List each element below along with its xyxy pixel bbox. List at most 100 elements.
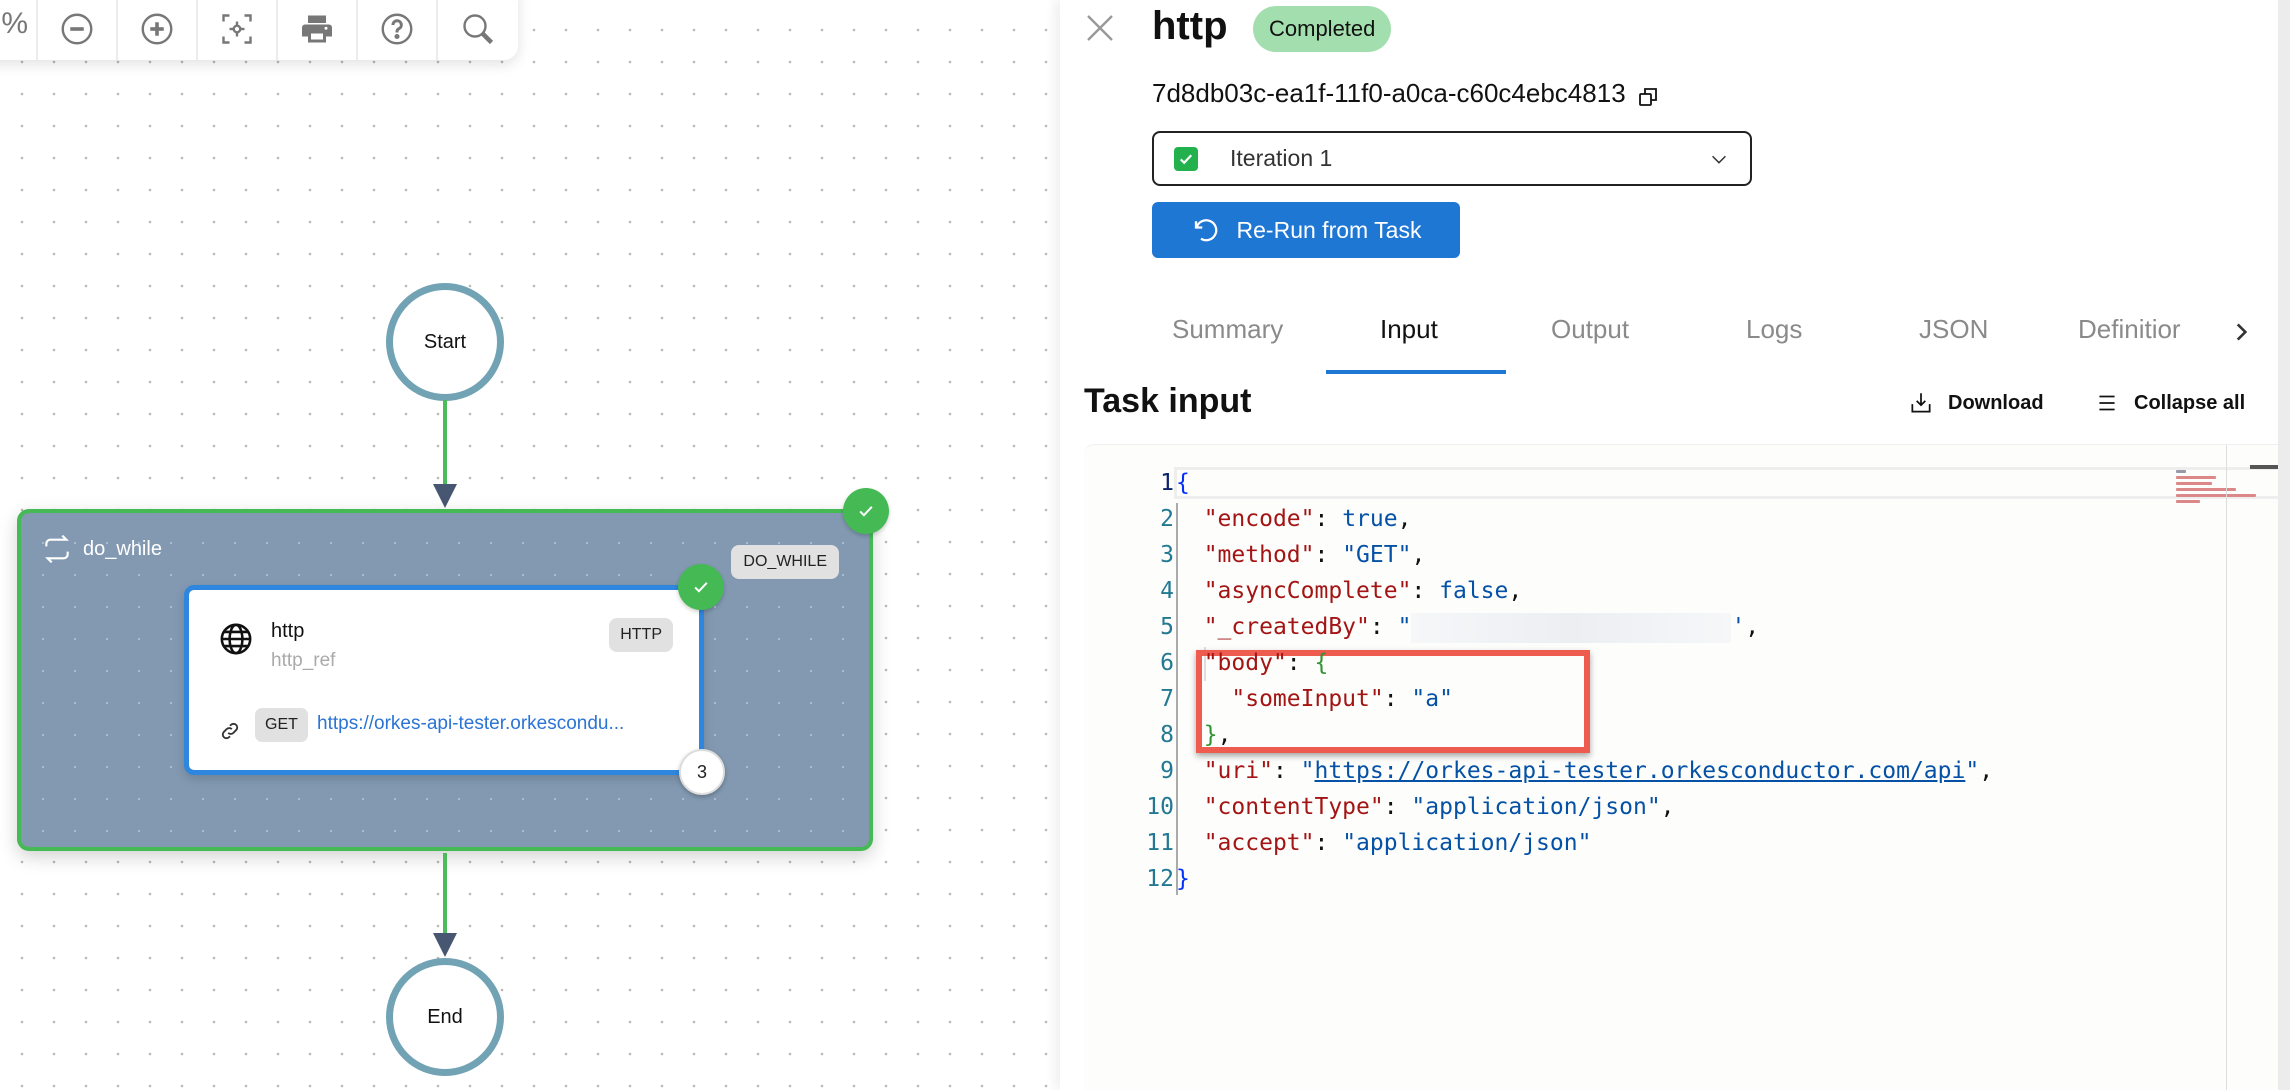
code-line: "accept": "application/json" <box>1203 830 1592 856</box>
iteration-select[interactable]: Iteration 1 <box>1152 131 1752 186</box>
code-line: "method": "GET", <box>1203 542 1426 568</box>
rerun-label: Re-Run from Task <box>1236 216 1422 243</box>
indent-guide <box>1176 503 1178 895</box>
code-line: "asyncComplete": false, <box>1203 578 1523 604</box>
code-lines: { "encode": true, "method": "GET", "asyn… <box>1174 465 2290 897</box>
redacted-value <box>1411 612 1732 643</box>
code-line: "body": { <box>1203 650 1329 676</box>
printer-icon <box>302 15 332 43</box>
check-icon <box>859 506 873 517</box>
iteration-count-badge: 3 <box>679 749 725 795</box>
editor-scrollbar-thumb[interactable] <box>2250 465 2278 469</box>
search-button[interactable] <box>438 0 518 60</box>
line-number: 10 <box>1146 794 1174 820</box>
chevron-right-icon[interactable] <box>2228 316 2254 348</box>
code-line: } <box>1176 866 1190 892</box>
start-node-label: Start <box>423 330 467 353</box>
execution-id-text: 7d8db03c-ea1f-11f0-a0ca-c60c4ebc4813 <box>1152 78 1626 108</box>
line-number: 12 <box>1146 866 1174 892</box>
focus-icon <box>222 14 252 44</box>
end-node[interactable]: End <box>386 958 504 1076</box>
code-line: "encode": true, <box>1203 506 1412 532</box>
status-badge: Completed <box>1253 6 1392 52</box>
canvas-toolbar: % <box>0 0 518 60</box>
zoom-out-button[interactable] <box>38 0 118 60</box>
line-number: 6 <box>1160 650 1174 676</box>
collapse-all-button[interactable]: Collapse all <box>2094 390 2245 416</box>
execution-id: 7d8db03c-ea1f-11f0-a0ca-c60c4ebc4813 <box>1152 78 1660 109</box>
end-node-label: End <box>427 1005 463 1028</box>
code-line: "uri": "https://orkes-api-tester.orkesco… <box>1203 758 1994 784</box>
search-icon <box>463 14 494 45</box>
print-button[interactable] <box>278 0 358 60</box>
code-line: "someInput": "a" <box>1231 686 1453 712</box>
checkbox-checked-icon <box>1174 146 1198 171</box>
link-icon <box>221 722 239 740</box>
tab-summary[interactable]: Summary <box>1172 314 1284 344</box>
workflow-canvas[interactable]: % Start <box>0 0 1060 1090</box>
download-icon <box>1911 393 1931 413</box>
line-numbers: 1 2 3 4 5 6 7 8 9 10 11 12 <box>1084 465 1174 897</box>
task-type-tag: HTTP <box>609 618 673 652</box>
question-circle-icon <box>381 13 413 45</box>
do-while-type-tag: DO_WHILE <box>731 545 839 579</box>
edge-loop-to-end <box>443 853 447 935</box>
edge-start-to-loop <box>443 400 447 486</box>
do-while-name: do_while <box>83 537 162 560</box>
list-icon <box>2099 395 2115 411</box>
close-panel-button[interactable] <box>1082 10 1118 46</box>
section-title: Task input <box>1084 382 1252 420</box>
code-line: { <box>1174 465 2290 501</box>
globe-icon <box>220 623 252 655</box>
indent-guide <box>1204 647 1206 681</box>
check-icon <box>694 582 708 593</box>
minimap-divider <box>2226 445 2227 1090</box>
tab-json[interactable]: JSON <box>1919 314 1989 344</box>
tab-output[interactable]: Output <box>1551 314 1630 344</box>
line-number: 11 <box>1146 830 1174 856</box>
editor-minimap[interactable] <box>2176 467 2290 527</box>
code-line: "_createdBy": "', <box>1176 609 2046 645</box>
arrow-head <box>433 484 457 508</box>
arrow-head <box>433 933 457 957</box>
uri-link[interactable]: https://orkes-api-tester.orkesconductor.… <box>1314 758 1966 784</box>
zoom-level-value: % <box>0 0 38 60</box>
http-url[interactable]: https://orkes-api-tester.orkescondu... <box>317 713 625 734</box>
line-number: 1 <box>1160 470 1174 496</box>
start-node[interactable]: Start <box>386 283 504 401</box>
tab-logs[interactable]: Logs <box>1746 314 1803 344</box>
chevron-down-icon <box>1712 155 1726 164</box>
line-number: 3 <box>1160 542 1174 568</box>
download-button[interactable]: Download <box>1908 390 2044 416</box>
line-number: 4 <box>1160 578 1174 604</box>
line-number: 2 <box>1160 506 1174 532</box>
copy-icon[interactable] <box>1636 85 1660 109</box>
close-icon <box>1087 15 1113 41</box>
active-tab-indicator <box>1326 370 1506 374</box>
do-while-header: do_while <box>41 533 162 565</box>
task-ref-name: http_ref <box>271 650 336 671</box>
tab-bar: Summary Input Output Logs JSON Definitio… <box>1060 296 2278 378</box>
fit-to-screen-button[interactable] <box>198 0 278 60</box>
plus-circle-icon <box>141 13 173 45</box>
rerun-icon <box>1194 219 1217 242</box>
tab-input[interactable]: Input <box>1380 314 1438 344</box>
line-number: 9 <box>1160 758 1174 784</box>
http-task-node[interactable]: http http_ref HTTP GET https://orkes-api… <box>184 585 704 775</box>
minus-circle-icon <box>61 13 93 45</box>
http-method-tag: GET <box>255 708 308 742</box>
tab-definition[interactable]: Definitior <box>2078 314 2181 344</box>
task-details-panel: http Completed 7d8db03c-ea1f-11f0-a0ca-c… <box>1060 0 2290 1090</box>
page-scrollbar[interactable] <box>2278 0 2290 1090</box>
task-name: http <box>271 620 305 642</box>
rerun-from-task-button[interactable]: Re-Run from Task <box>1152 202 1460 258</box>
line-number: 5 <box>1160 614 1174 640</box>
zoom-in-button[interactable] <box>118 0 198 60</box>
do-while-status-badge <box>843 488 889 534</box>
line-number: 8 <box>1160 722 1174 748</box>
line-number: 7 <box>1160 686 1174 712</box>
code-line: }, <box>1203 722 1232 748</box>
help-button[interactable] <box>358 0 438 60</box>
task-status-badge <box>678 564 724 610</box>
json-code-editor[interactable]: 1 2 3 4 5 6 7 8 9 10 11 12 { "encode": t… <box>1084 444 2290 1090</box>
